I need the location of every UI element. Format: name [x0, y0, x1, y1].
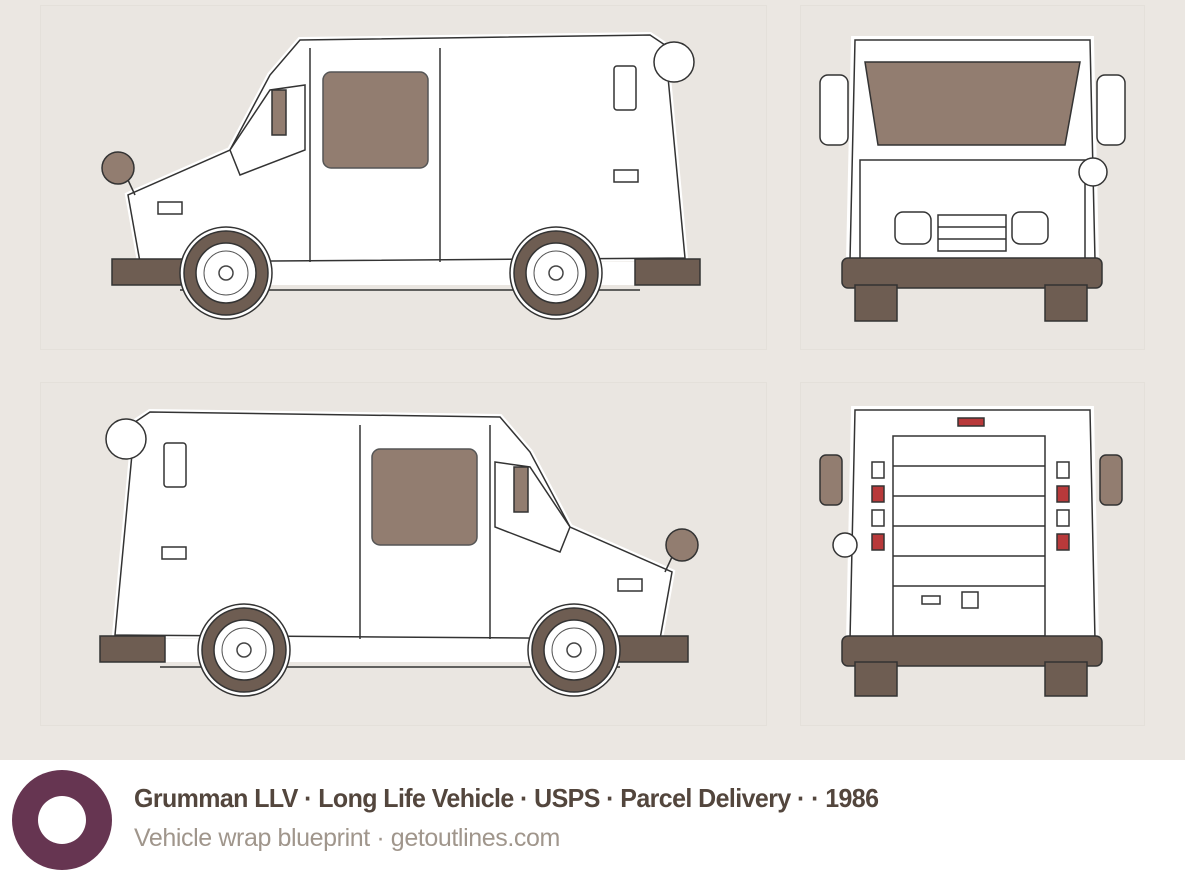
van-front-view: [820, 40, 1125, 321]
caption-bar: [0, 760, 1185, 880]
blueprint-canvas: [0, 0, 1185, 760]
caption-title: Grumman LLV · Long Life Vehicle · USPS ·…: [134, 783, 879, 813]
van-right-side-view: [100, 412, 698, 696]
caption-subtitle: Vehicle wrap blueprint · getoutlines.com: [134, 824, 560, 852]
brand-logo-icon: [12, 770, 112, 870]
van-rear-view: [820, 410, 1122, 696]
van-left-side-view: [102, 35, 700, 319]
